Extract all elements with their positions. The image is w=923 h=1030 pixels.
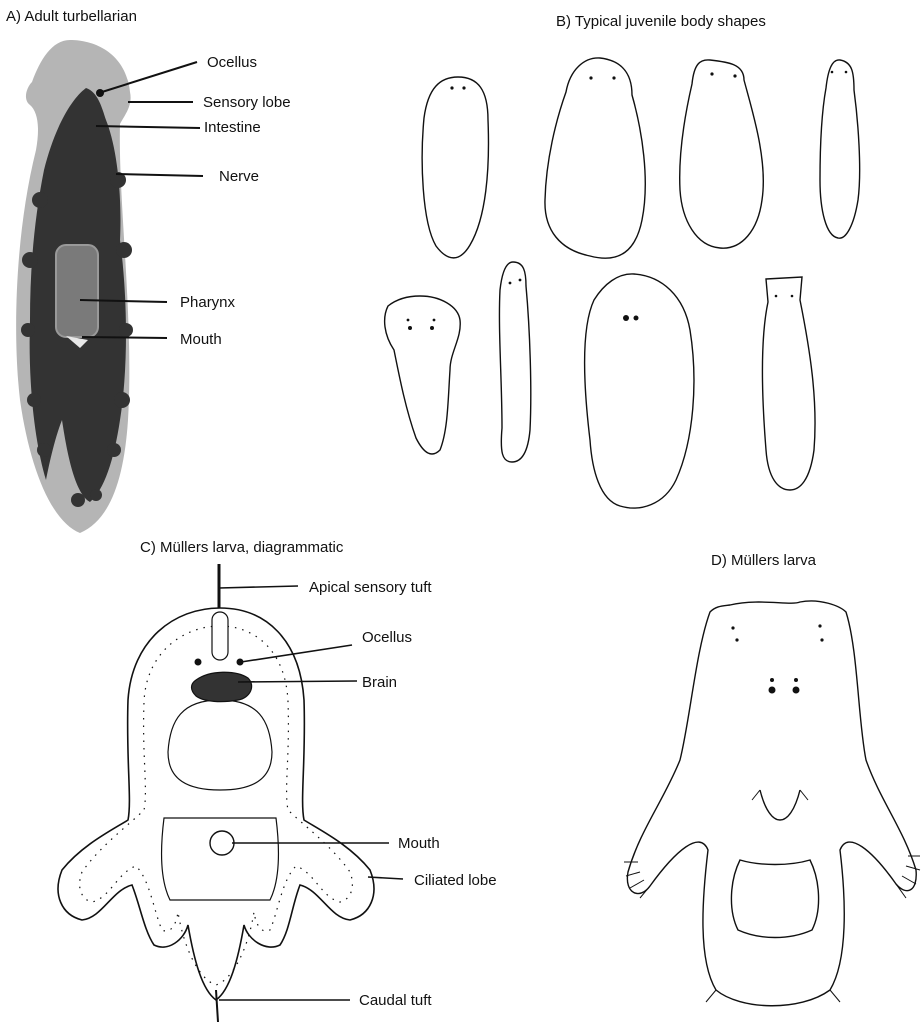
juvenile-shape-3 <box>680 60 764 248</box>
juvenile-shape-5 <box>385 296 461 454</box>
brain <box>192 672 252 701</box>
juvenile-shape-8 <box>763 277 816 490</box>
panel-d-drawing <box>627 601 916 1006</box>
juvenile-shape-4 <box>820 60 860 238</box>
label-a-ocellus: Ocellus <box>207 54 257 71</box>
label-c-brain: Brain <box>362 674 397 691</box>
label-a-mouth: Mouth <box>180 331 222 348</box>
label-a-sensory-lobe: Sensory lobe <box>203 94 291 111</box>
pharynx <box>56 245 98 337</box>
juvenile-eyespots <box>407 71 848 330</box>
juvenile-shape-7 <box>585 274 694 508</box>
juvenile-shape-2 <box>545 58 645 258</box>
label-c-mouth: Mouth <box>398 835 440 852</box>
larva-d-eyespots <box>731 624 823 693</box>
panel-b-drawing <box>385 58 860 508</box>
apical-organ <box>212 612 228 660</box>
larva-c-ocellus-left <box>195 659 202 666</box>
label-c-apical-tuft: Apical sensory tuft <box>309 579 432 596</box>
ocellus <box>96 89 104 97</box>
label-a-pharynx: Pharynx <box>180 294 236 311</box>
panel-a-drawing: Ocellus Sensory lobe Intestine Nerve Pha… <box>16 40 290 533</box>
larva-d-cilia <box>624 790 920 1002</box>
label-c-caudal-tuft: Caudal tuft <box>359 992 432 1009</box>
larva-d-oral-hood <box>760 790 800 820</box>
label-c-ciliated-lobe: Ciliated lobe <box>414 872 497 889</box>
label-a-intestine: Intestine <box>204 119 261 136</box>
larva-c-mouth <box>210 831 234 855</box>
panel-c-drawing: Apical sensory tuft Ocellus Brain Mouth … <box>58 564 496 1022</box>
label-c-ocellus: Ocellus <box>362 629 412 646</box>
label-a-nerve: Nerve <box>219 168 259 185</box>
juvenile-shape-1 <box>422 77 488 258</box>
larva-d-body <box>627 601 916 1006</box>
larva-c-outer-body <box>58 608 374 1000</box>
larva-d-lower-lobe <box>731 860 818 938</box>
juvenile-shape-6 <box>499 262 530 462</box>
